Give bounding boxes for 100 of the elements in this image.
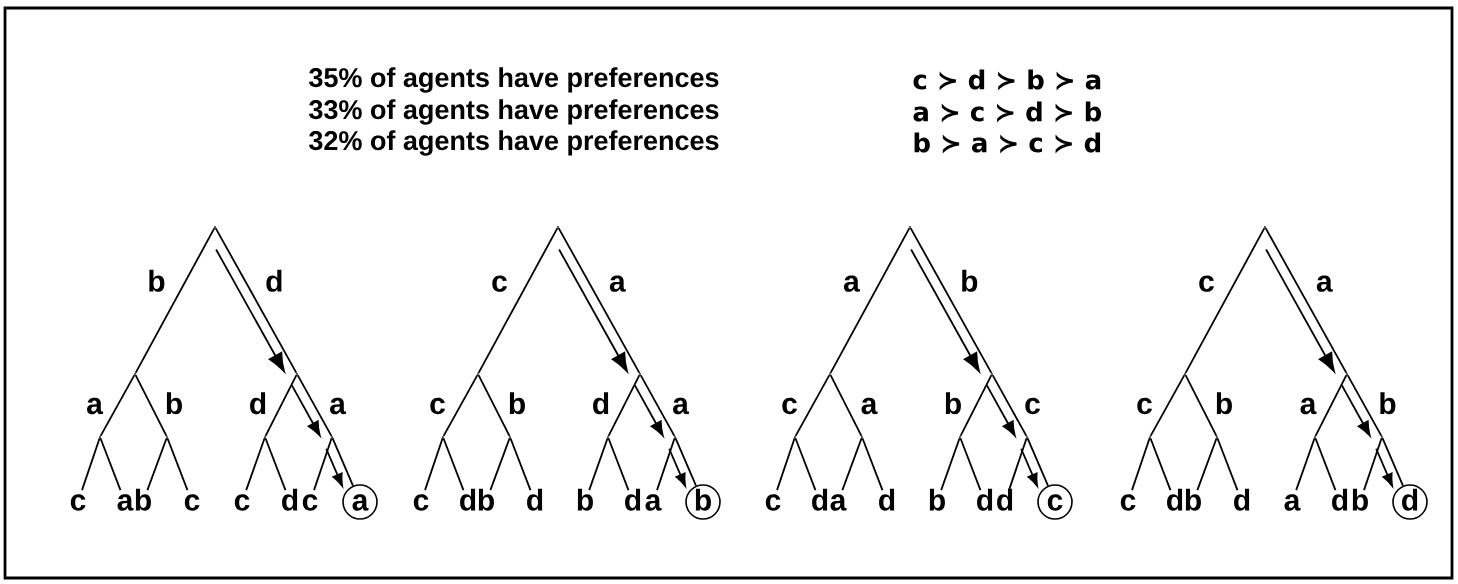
tree-branch (1216, 437, 1239, 492)
tree-branch (1131, 437, 1151, 492)
leaf-label: a (1284, 494, 1301, 511)
edge-label: a (327, 395, 348, 416)
tree-branch (794, 374, 831, 437)
tree-branch (639, 374, 676, 437)
tree-branch (489, 437, 511, 492)
leaf-label: c (413, 494, 429, 511)
leaf-label: d (1332, 488, 1348, 511)
leaf-label: d (977, 488, 993, 511)
leaf-label: b (577, 488, 593, 511)
header-text: 32% of agents have preferences (309, 130, 719, 156)
tree-branch (1314, 374, 1348, 437)
tree-branch (1295, 437, 1316, 492)
leaf-label: d (527, 488, 543, 511)
tree-branch (959, 374, 993, 437)
leaf-label: a (830, 494, 847, 511)
leaf-label: d (1167, 488, 1183, 511)
tree-branch (134, 374, 168, 437)
leaf-label: d (879, 488, 895, 511)
tree-branch (1314, 437, 1337, 492)
tree-branch (959, 437, 982, 492)
circled-outcome: c (1037, 484, 1073, 520)
edge-label: b (145, 269, 168, 294)
edge-label: a (670, 395, 691, 416)
tree-branch (1184, 374, 1218, 437)
leaf-label: a (117, 494, 134, 511)
leaf-label: d (997, 488, 1013, 511)
edge-label: a (841, 272, 862, 294)
leaf-label: d (1234, 488, 1250, 511)
tree-branch (509, 437, 532, 492)
tree-branch (1008, 437, 1028, 492)
tree-branch (861, 437, 884, 492)
header-text: 33% of agents have preferences (309, 99, 719, 125)
leaf-label: c (765, 494, 781, 511)
preference-order: a ≻ c ≻ d ≻ b (913, 101, 1102, 123)
tree-branch (829, 227, 911, 374)
tree-branch (991, 374, 1028, 437)
tree-branch (442, 437, 465, 492)
edge-label: d (589, 392, 613, 416)
circled-outcome: a (342, 484, 378, 520)
tree-branch (166, 437, 189, 492)
tree-branch (776, 437, 796, 492)
leaf-label: b (1185, 488, 1201, 511)
leaf-label: b (478, 488, 494, 511)
tree-branch (1149, 374, 1186, 437)
edge-label: a (84, 395, 105, 416)
tree-branch (829, 374, 863, 437)
leaf-label: b (135, 488, 151, 511)
edge-label: b (1376, 392, 1399, 416)
tree-branch (134, 227, 216, 374)
edge-label: a (607, 272, 628, 294)
edge-label: c (779, 395, 800, 416)
tree-branch (1264, 227, 1348, 374)
header-text: 35% of agents have preferences (309, 67, 719, 93)
edge-label: a (1297, 395, 1319, 416)
tree-branch (794, 437, 817, 492)
edge-label: b (505, 392, 529, 416)
edge-label: c (1022, 395, 1043, 416)
tree-branch (214, 227, 298, 374)
tree-branch (1363, 437, 1383, 492)
tree-branch (146, 437, 168, 492)
tree-branch (477, 374, 511, 437)
tree-branch (1381, 437, 1404, 487)
tree-branch (1346, 374, 1383, 437)
leaf-label: d (812, 488, 828, 511)
tree-branch (264, 437, 287, 492)
tree-branch (1196, 437, 1218, 492)
edge-label: c (489, 272, 510, 294)
tree-branch (477, 227, 559, 374)
circled-outcome: d (1392, 484, 1428, 520)
tree-branch (607, 374, 641, 437)
tree-branch (313, 437, 333, 492)
tree-branch (656, 437, 676, 492)
edge-label: b (1212, 392, 1236, 416)
tree-branch (1149, 437, 1172, 492)
tree-branch (588, 437, 609, 492)
tree-branch (424, 437, 444, 492)
leaf-label: c (70, 494, 86, 511)
edge-label: c (1134, 395, 1155, 416)
edge-label: b (941, 392, 965, 416)
leaf-label: b (929, 488, 945, 511)
edge-label: a (1313, 272, 1335, 294)
preference-order: b ≻ a ≻ c ≻ d (914, 132, 1101, 154)
tree-branch (245, 437, 266, 492)
leaf-label: c (184, 494, 200, 511)
leaf-label: a (645, 494, 662, 511)
edge-label: d (263, 269, 286, 294)
edge-label: b (958, 269, 981, 294)
leaf-label: b (1352, 488, 1368, 511)
tree-branch (841, 437, 863, 492)
leaf-label: d (282, 488, 298, 511)
leaf-label: d (460, 488, 476, 511)
tree-branch (1026, 437, 1049, 487)
tree-branch (940, 437, 961, 492)
tree-branch (557, 227, 641, 374)
edge-label: c (1196, 272, 1217, 294)
edge-label: b (162, 392, 186, 416)
preference-order: c ≻ d ≻ b ≻ a (913, 69, 1101, 91)
leaf-label: c (302, 494, 318, 511)
